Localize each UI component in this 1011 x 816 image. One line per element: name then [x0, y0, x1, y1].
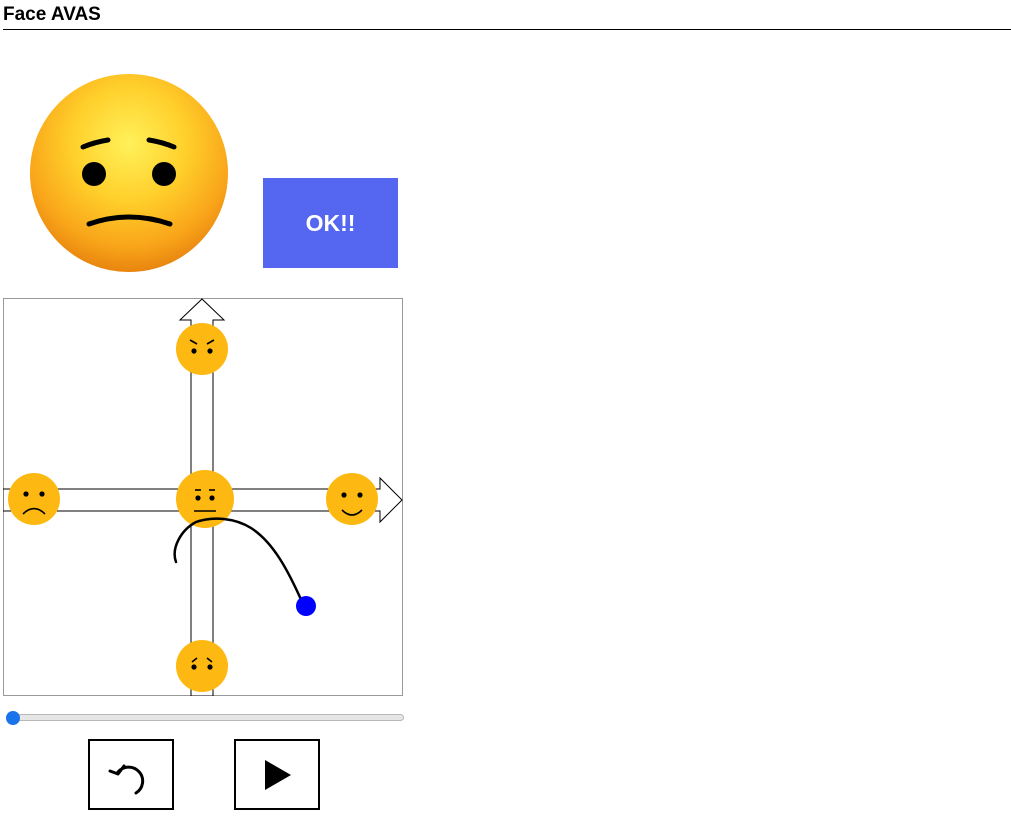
angry-face-icon[interactable]	[176, 323, 228, 375]
worried-face-icon[interactable]	[176, 640, 228, 692]
neutral-face-icon[interactable]	[176, 470, 234, 528]
play-button[interactable]	[234, 739, 320, 810]
trajectory-path	[173, 517, 305, 606]
cursor-point[interactable]	[296, 596, 316, 616]
page-title: Face AVAS	[3, 4, 101, 25]
play-icon	[265, 759, 291, 790]
undo-button[interactable]	[88, 739, 174, 810]
worried-face-icon	[30, 74, 228, 272]
title-divider	[3, 29, 1011, 30]
timeline-slider-thumb[interactable]	[6, 711, 20, 725]
sad-face-icon[interactable]	[8, 473, 60, 525]
undo-icon	[108, 764, 145, 794]
happy-face-icon[interactable]	[326, 473, 378, 525]
timeline-slider-track[interactable]	[7, 714, 404, 721]
emotion-pad[interactable]	[3, 298, 403, 696]
ok-button[interactable]: OK!!	[263, 178, 398, 268]
